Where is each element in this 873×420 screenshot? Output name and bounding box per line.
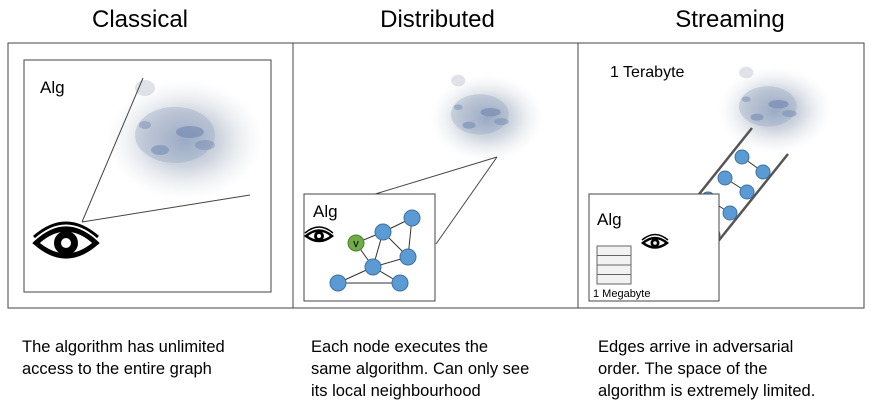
- graph-node: [391, 274, 409, 292]
- view-line-upper: [81, 77, 144, 223]
- classical-alg-label: Alg: [40, 78, 65, 97]
- graph-cloud: [107, 80, 263, 200]
- graph-node: [722, 205, 738, 221]
- eye-icon: [640, 233, 670, 249]
- streaming-alg-label: Alg: [597, 210, 622, 229]
- caption-classical: The algorithm has unlimited access to th…: [22, 336, 225, 380]
- caption-line: access to the entire graph: [22, 360, 212, 378]
- graph-node: [755, 164, 771, 180]
- local-neighbourhood-graph: v: [329, 209, 421, 292]
- title-classical: Classical: [91, 6, 189, 33]
- memory-stack-icon: [596, 245, 632, 285]
- graph-node: [739, 184, 755, 200]
- data-size-label: 1 Terabyte: [610, 64, 685, 81]
- caption-line: Edges arrive in adversarial: [598, 338, 794, 356]
- classical-inner-box: [23, 59, 272, 293]
- zoom-line-lower: [435, 156, 498, 245]
- graph-node: [374, 223, 392, 241]
- graph-node: [329, 274, 347, 292]
- graph-cloud: [718, 66, 832, 154]
- node-v-label: v: [353, 238, 359, 250]
- zoom-line-upper: [371, 156, 498, 196]
- graph-node: [403, 209, 421, 227]
- graph-node: [364, 258, 382, 276]
- caption-distributed: Each node executes the same algorithm. C…: [311, 336, 529, 402]
- graph-node: [717, 170, 733, 186]
- caption-line: same algorithm. Can only see: [311, 360, 530, 378]
- graph-node: [399, 248, 417, 266]
- caption-line: algorithm is extremely limited.: [598, 382, 816, 400]
- graph-cloud: [430, 74, 544, 162]
- caption-streaming: Edges arrive in adversarial order. The s…: [598, 336, 815, 402]
- memory-size-label: 1 Megabyte: [593, 288, 650, 300]
- distributed-alg-label: Alg: [313, 202, 338, 221]
- node-v: [347, 234, 365, 252]
- eye-icon: [32, 221, 100, 259]
- title-distributed: Distributed: [380, 6, 495, 33]
- eye-icon: [304, 226, 334, 243]
- outer-frame: [7, 42, 865, 309]
- view-line-lower: [81, 194, 251, 223]
- caption-line: order. The space of the: [598, 360, 768, 378]
- caption-line: its local neighbourhood: [311, 382, 481, 400]
- caption-line: Each node executes the: [311, 338, 489, 356]
- title-streaming: Streaming: [675, 6, 785, 33]
- caption-line: The algorithm has unlimited: [22, 338, 225, 356]
- graph-node: [734, 149, 750, 165]
